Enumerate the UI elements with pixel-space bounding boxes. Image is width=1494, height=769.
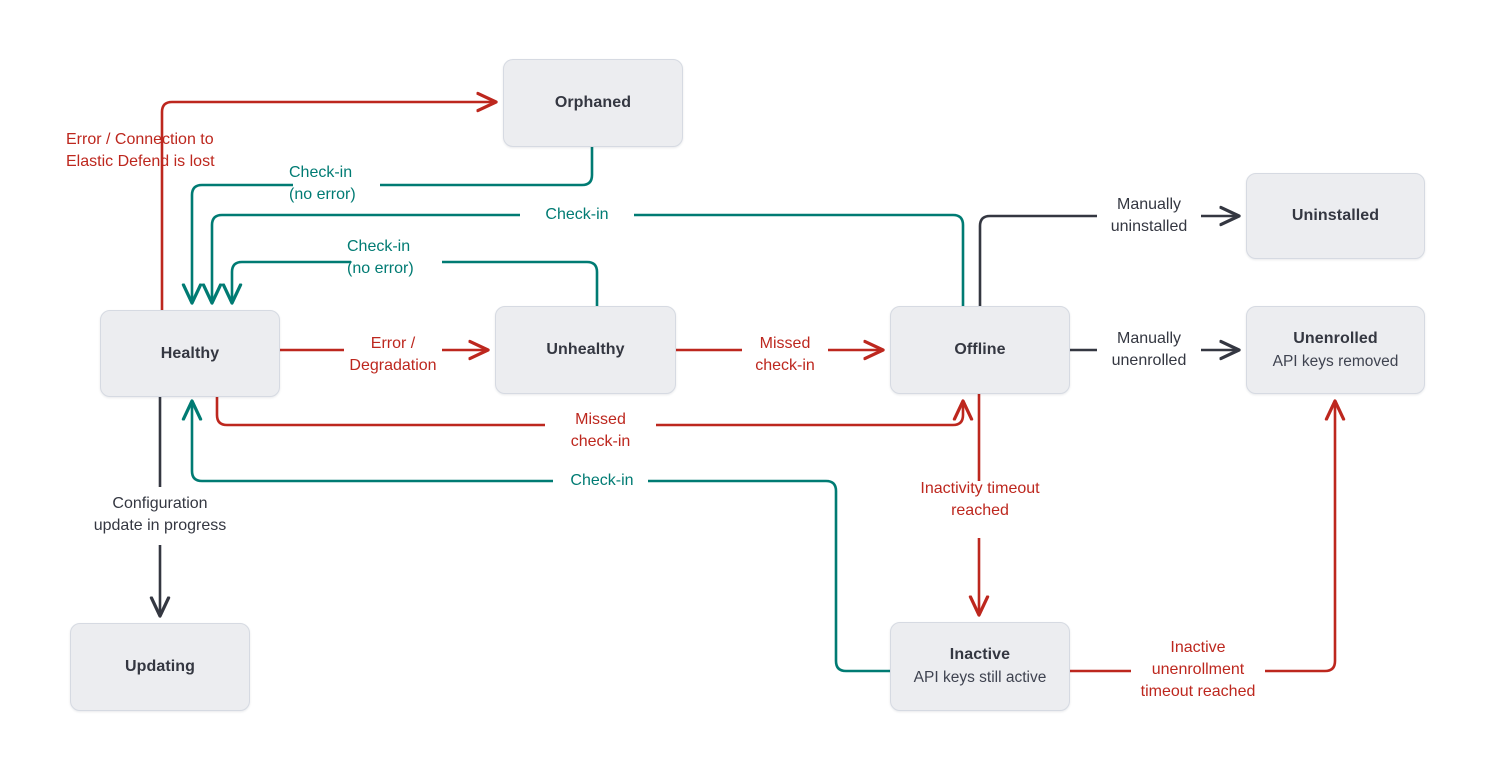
edge-unhealthy-to-healthy-seg1 bbox=[442, 260, 599, 306]
edge-orphaned-to-healthy-seg1 bbox=[380, 147, 594, 187]
edge-healthy-to-offline-seg2 bbox=[656, 402, 963, 427]
edge-label-offline-to-inactive: Inactivity timeout reached bbox=[920, 480, 1040, 519]
edge-label-inactive-to-healthy: Check-in bbox=[570, 472, 634, 489]
edge-offline-to-healthy-seg1 bbox=[634, 213, 965, 306]
edge-label-healthy-to-unhealthy: Error / Degradation bbox=[349, 335, 437, 374]
edge-inactive-to-unenrolled-seg2 bbox=[1265, 402, 1335, 673]
edge-inactive-to-healthy-seg1 bbox=[648, 479, 890, 673]
edge-inactive-to-healthy-seg2 bbox=[192, 402, 553, 483]
edge-label-unhealthy-to-offline: Missed check-in bbox=[755, 335, 815, 374]
state-node-unenrolled-subtitle: API keys removed bbox=[1272, 352, 1399, 370]
state-node-orphaned-title: Orphaned bbox=[554, 94, 632, 112]
edge-label-healthy-to-orphaned: Error / Connection to Elastic Defend is … bbox=[66, 131, 215, 170]
state-node-updating-title: Updating bbox=[124, 658, 196, 676]
state-node-orphaned[interactable]: Orphaned bbox=[503, 59, 683, 147]
edge-label-healthy-to-offline: Missed check-in bbox=[570, 411, 631, 450]
state-node-inactive[interactable]: Inactive API keys still active bbox=[890, 622, 1070, 711]
state-node-healthy[interactable]: Healthy bbox=[100, 310, 280, 397]
state-node-unenrolled[interactable]: Unenrolled API keys removed bbox=[1246, 306, 1425, 394]
edge-healthy-to-orphaned bbox=[160, 102, 495, 310]
edge-healthy-to-offline-seg1 bbox=[215, 397, 545, 427]
state-node-healthy-title: Healthy bbox=[160, 344, 220, 362]
edge-label-healthy-to-updating: Configuration update in progress bbox=[93, 495, 227, 534]
state-node-unenrolled-title: Unenrolled bbox=[1293, 329, 1378, 347]
edge-offline-to-healthy-seg2 bbox=[212, 213, 520, 302]
edge-offline-to-uninstalled-seg1 bbox=[978, 214, 1097, 306]
state-node-offline[interactable]: Offline bbox=[890, 306, 1070, 394]
state-node-inactive-subtitle: API keys still active bbox=[913, 669, 1047, 687]
state-node-updating[interactable]: Updating bbox=[70, 623, 250, 711]
edge-orphaned-to-healthy-seg2 bbox=[192, 183, 293, 302]
state-node-uninstalled[interactable]: Uninstalled bbox=[1246, 173, 1425, 259]
edge-label-orphaned-to-healthy: Check-in (no error) bbox=[289, 164, 356, 203]
state-node-uninstalled-title: Uninstalled bbox=[1291, 207, 1380, 225]
state-node-unhealthy-title: Unhealthy bbox=[546, 341, 625, 359]
edge-label-offline-to-unenrolled: Manually unenrolled bbox=[1111, 330, 1187, 369]
edge-label-offline-to-healthy-top: Check-in bbox=[545, 206, 609, 223]
edge-unhealthy-to-healthy-seg2 bbox=[232, 260, 351, 302]
state-node-unhealthy[interactable]: Unhealthy bbox=[495, 306, 676, 394]
edge-label-inactive-to-unenrolled: Inactive unenrollment timeout reached bbox=[1140, 639, 1256, 700]
edge-label-offline-to-uninstalled: Manually uninstalled bbox=[1110, 196, 1188, 235]
state-node-offline-title: Offline bbox=[954, 341, 1006, 359]
edge-label-unhealthy-to-healthy: Check-in (no error) bbox=[347, 238, 414, 277]
state-node-inactive-title: Inactive bbox=[949, 646, 1011, 664]
